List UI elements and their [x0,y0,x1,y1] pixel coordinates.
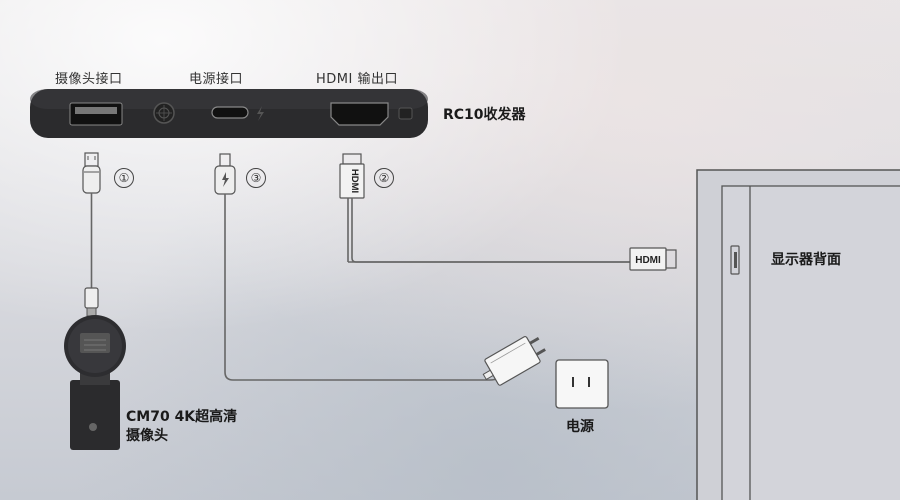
rc10-hub [30,89,428,138]
power-port-label: 电源接口 [189,72,244,87]
hdmi-cable-label: HDMI [349,169,360,193]
usb-a-port-icon [69,102,123,126]
hdmi-port-icon [330,102,389,126]
monitor-back [696,169,900,500]
camera-name-line1: CM70 4K超高清 [126,409,238,425]
wall-outlet-icon [555,359,609,409]
hub-name: RC10收发器 [443,107,526,123]
display-back-label: 显示器背面 [771,252,841,268]
camera-port-label: 摄像头接口 [55,72,123,87]
step-3-badge: ③ [246,168,266,188]
hdmi-cable [339,153,677,271]
usb-cable [82,152,101,317]
power-label: 电源 [566,419,594,435]
step-2-badge: ② [374,168,394,188]
lightning-icon [257,106,264,121]
knob-icon [153,102,175,124]
indicator-icon [398,107,413,120]
hdmi-plug-label: HDMI [635,255,661,266]
camera-name-line2: 摄像头 [126,428,168,444]
cm70-camera [64,315,126,450]
usb-c-port-icon [211,106,249,119]
step-1-badge: ① [114,168,134,188]
hdmi-port-label: HDMI 输出口 [316,72,398,87]
power-adapter-icon [482,336,546,386]
